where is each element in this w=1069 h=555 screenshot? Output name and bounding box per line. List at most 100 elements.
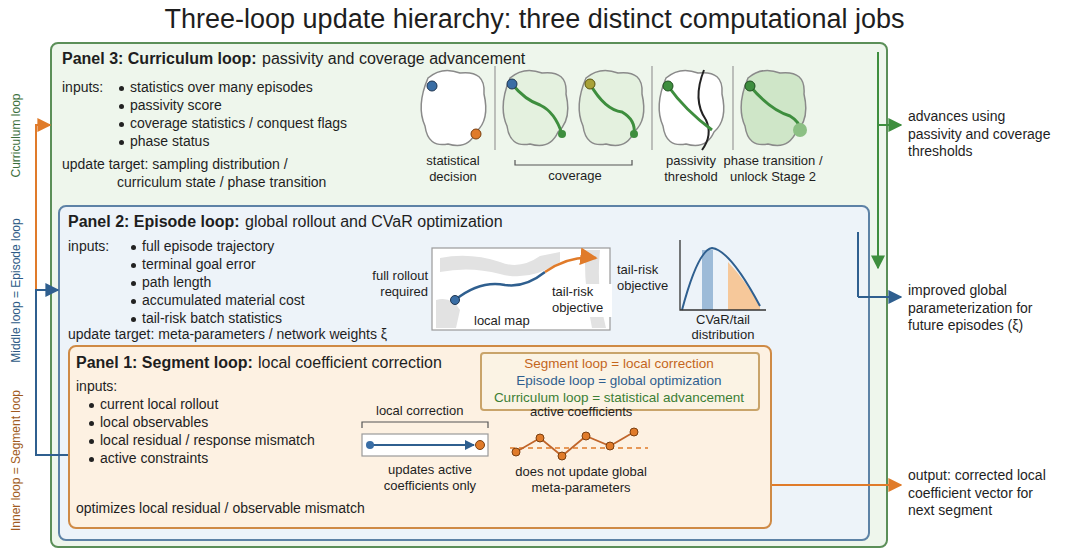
cvar-plot-part <box>728 262 760 310</box>
loop-axis-label: Middle loop = Episode loop <box>9 218 24 362</box>
curriculum-thumbnails-part <box>732 66 733 150</box>
bullet-dot <box>131 263 136 268</box>
local-map-illustration-part <box>545 258 596 272</box>
annotation-label: improved global parameterization for fut… <box>908 282 1060 335</box>
curriculum-thumbnails-part <box>421 70 486 145</box>
panel-text: Episode loop = global optimization <box>484 373 754 390</box>
curriculum-thumbnails-part <box>630 130 638 138</box>
input-item: path length <box>142 274 211 292</box>
panel-text: inputs: <box>62 79 103 97</box>
curriculum-thumbnails-part <box>494 66 495 150</box>
active-coefficients-plot-part <box>558 452 566 460</box>
cvar-plot-part <box>702 250 713 310</box>
bullet-dot <box>131 317 136 322</box>
right-output-arrows <box>772 52 901 485</box>
cvar-plot <box>680 240 766 310</box>
cvar-plot-part <box>682 248 760 310</box>
active-coefficients-plot-part <box>510 447 648 448</box>
right-output-arrows-part <box>877 52 879 268</box>
annotation-label: tail-risk objective <box>617 262 675 295</box>
local-map-illustration-part <box>585 250 606 328</box>
annotation-label: statistical decision <box>413 153 493 186</box>
annotation-label: active coefficients <box>530 404 632 420</box>
right-output-arrows-part <box>857 232 859 297</box>
panel-text: Segment loop = local correction <box>484 356 754 373</box>
local-correction-illustration <box>362 422 488 456</box>
input-item: statistics over many episodes <box>130 79 313 97</box>
annotation-label: full rollout required <box>354 268 428 301</box>
input-item: terminal goal error <box>142 256 256 274</box>
bullet-dot <box>89 421 94 426</box>
curriculum-thumbnails-part <box>793 123 807 137</box>
input-item: active constraints <box>100 450 208 468</box>
curriculum-thumbnails-part <box>741 70 806 145</box>
panel-heading: Panel 2: Episode loop: <box>68 212 240 232</box>
loop-axis-label: Inner loop = Segment loop <box>9 389 24 530</box>
curriculum-thumbnails-part <box>698 70 708 150</box>
curriculum-thumbnails-part <box>659 70 724 145</box>
curriculum-thumbnails-part <box>585 79 595 89</box>
annotation-label: tail-risk objective <box>550 284 612 317</box>
bullet-dot <box>119 122 124 127</box>
input-item: passivity score <box>130 97 222 115</box>
panel-text: inputs: <box>68 238 109 256</box>
annotation-label: passivity threshold <box>651 153 731 186</box>
curriculum-thumbnails-part <box>750 86 800 130</box>
annotation-label: CVaR/tail distribution <box>674 313 772 343</box>
annotation-label: local map <box>472 313 532 329</box>
local-map-illustration <box>432 248 610 330</box>
panel-heading: passivity and coverage advancement <box>262 49 525 69</box>
annotation-label: coverage <box>530 168 620 184</box>
curriculum-thumbnails-part <box>558 130 566 138</box>
panel-heading: global rollout and CVaR optimization <box>245 212 503 232</box>
bullet-dot <box>131 299 136 304</box>
curriculum-thumbnails-part <box>515 160 632 165</box>
active-coefficients-plot-part <box>582 432 590 440</box>
active-coefficients-plot-part <box>606 442 614 450</box>
active-coefficients-plot-part <box>516 432 634 456</box>
input-item: local observables <box>100 414 208 432</box>
curriculum-thumbnails-part <box>663 81 673 91</box>
local-map-illustration-part <box>451 296 460 305</box>
curriculum-thumbnails <box>421 66 807 165</box>
panel-text: update target: meta-parameters / network… <box>68 326 387 344</box>
curriculum-thumbnails-part <box>427 81 437 91</box>
panel-heading: local coefficient correction <box>258 353 442 373</box>
panel-heading: Panel 3: Curriculum loop: <box>62 49 257 69</box>
bullet-dot <box>131 245 136 250</box>
curriculum-thumbnails-part <box>507 79 517 89</box>
right-output-arrows-part <box>858 296 901 298</box>
local-map-illustration-part <box>436 299 460 328</box>
annotation-label: phase transition / unlock Stage 2 <box>718 153 828 186</box>
input-item: full episode trajectory <box>142 238 274 256</box>
panel-text: optimizes local residual / observable mi… <box>76 500 365 518</box>
active-coefficients-plot-part <box>512 448 520 456</box>
right-output-arrows-part <box>772 484 901 486</box>
input-item: local residual / response mismatch <box>100 432 315 450</box>
local-correction-illustration-part <box>362 422 488 428</box>
curriculum-thumbnails-part <box>590 84 634 134</box>
input-item: current local rollout <box>100 396 218 414</box>
annotation-label: local correction <box>376 403 463 419</box>
panel-heading: Panel 1: Segment loop: <box>76 353 253 373</box>
diagram-title: Three-loop update hierarchy: three disti… <box>0 3 1069 37</box>
input-item: phase status <box>130 133 209 151</box>
cvar-plot-part <box>680 240 766 310</box>
bullet-dot <box>89 439 94 444</box>
annotation-label: does not update global meta-parameters <box>506 464 656 497</box>
bullet-dot <box>131 281 136 286</box>
curriculum-thumbnails-part <box>668 86 712 130</box>
annotation-label: updates active coefficients only <box>370 462 490 495</box>
local-correction-illustration-part <box>366 441 374 449</box>
curriculum-thumbnails-part <box>745 81 755 91</box>
input-item: coverage statistics / conquest flags <box>130 115 347 133</box>
input-item: accumulated material cost <box>142 292 305 310</box>
curriculum-thumbnails-part <box>512 84 562 134</box>
loop-axis-label: Curriculum loop <box>9 93 24 177</box>
bullet-dot <box>119 140 124 145</box>
local-correction-illustration-part <box>362 434 488 456</box>
local-map-illustration-part <box>455 272 545 300</box>
bullet-dot <box>89 457 94 462</box>
active-coefficients-plot-part <box>630 428 638 436</box>
right-output-arrows-part <box>878 124 901 126</box>
